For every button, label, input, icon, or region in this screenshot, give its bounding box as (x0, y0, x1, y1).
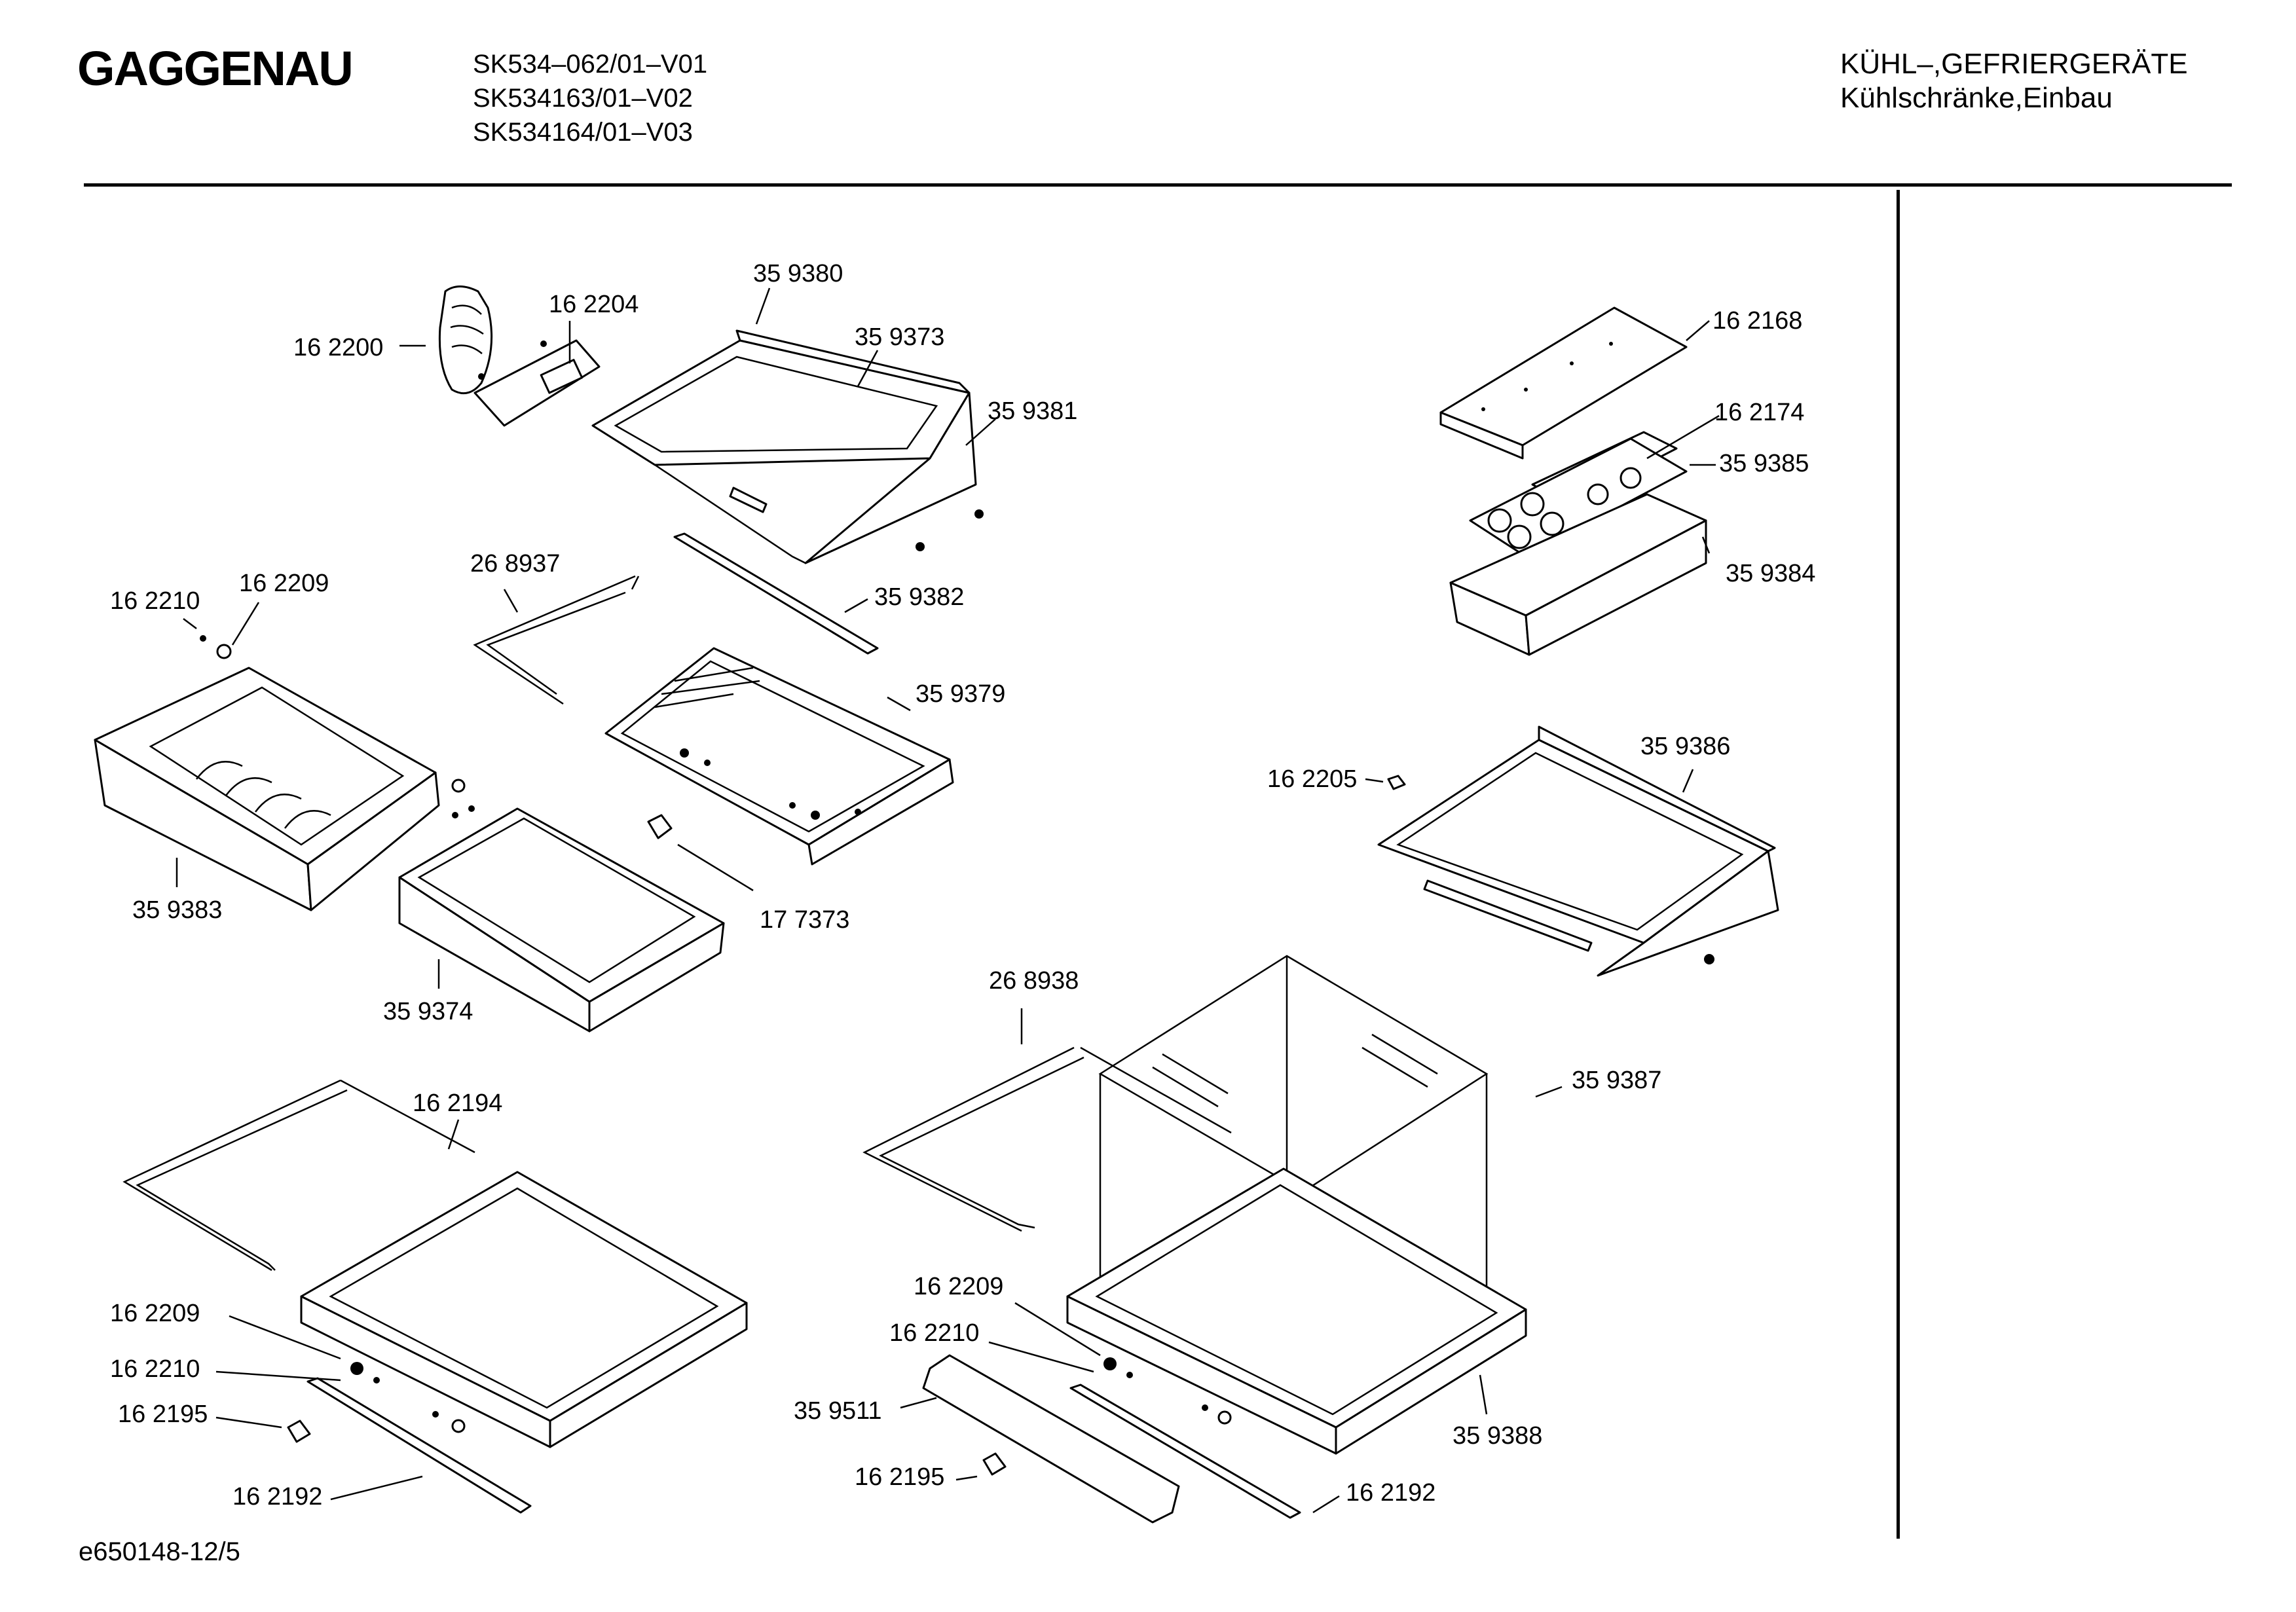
part-162192-right (1069, 1383, 1301, 1519)
label-162195-left: 16 2195 (118, 1401, 208, 1428)
label-162204: 16 2204 (549, 291, 639, 318)
model-number: SK534–062/01–V01 (473, 50, 708, 79)
label-359381: 35 9381 (988, 397, 1077, 425)
label-359373: 35 9373 (855, 323, 944, 351)
part-359384 (1449, 493, 1707, 656)
part-359511 (922, 1354, 1180, 1524)
part-359385 (1469, 437, 1688, 558)
label-162205: 16 2205 (1267, 765, 1357, 793)
part-162205 (1387, 775, 1406, 790)
label-359388: 35 9388 (1453, 1422, 1542, 1450)
label-359383: 35 9383 (132, 896, 222, 924)
label-359386: 35 9386 (1640, 733, 1730, 760)
label-162200: 16 2200 (293, 334, 383, 361)
model-number: SK534163/01–V02 (473, 84, 693, 113)
part-162168 (1439, 306, 1688, 460)
part-162204 (473, 339, 601, 427)
label-162210-top: 16 2210 (110, 587, 200, 615)
label-359385: 35 9385 (1719, 450, 1809, 477)
part-lower-drawer-frame-left (300, 1171, 748, 1448)
label-162209-left: 16 2209 (110, 1300, 200, 1327)
part-359374 (398, 807, 725, 1033)
label-359387: 35 9387 (1572, 1067, 1661, 1094)
label-162195-right: 16 2195 (855, 1463, 944, 1491)
label-162194: 16 2194 (413, 1090, 502, 1117)
category-block: KÜHL–,GEFRIERGERÄTE Kühlschränke,Einbau (1840, 47, 2188, 115)
part-359373-shelf (591, 329, 977, 564)
label-268938: 26 8938 (989, 967, 1079, 995)
part-359382 (673, 532, 879, 655)
part-359387 (1098, 955, 1489, 1427)
header-divider (84, 183, 2232, 187)
part-359379 (604, 647, 954, 866)
label-162210-right: 16 2210 (889, 1319, 979, 1347)
label-162210-left: 16 2210 (110, 1355, 200, 1383)
brand-logo: GAGGENAU (77, 41, 354, 96)
part-359383 (94, 667, 440, 911)
category-title: KÜHL–,GEFRIERGERÄTE (1840, 48, 2188, 80)
part-177373 (647, 814, 673, 839)
model-number: SK534164/01–V03 (473, 118, 693, 147)
label-177373: 17 7373 (760, 906, 849, 934)
label-268937: 26 8937 (470, 550, 560, 577)
label-359511: 35 9511 (794, 1397, 882, 1425)
label-162174: 16 2174 (1714, 399, 1804, 426)
category-subtitle: Kühlschränke,Einbau (1840, 82, 2113, 114)
part-359386 (1377, 725, 1779, 977)
part-162192-left (306, 1377, 532, 1514)
label-359384: 35 9384 (1726, 560, 1815, 587)
drawing-id: e650148-12/5 (79, 1537, 240, 1566)
label-162192-left: 16 2192 (232, 1483, 322, 1511)
label-359382: 35 9382 (874, 583, 964, 611)
part-162194 (122, 1079, 475, 1272)
part-268937 (473, 575, 640, 705)
label-162209-right: 16 2209 (914, 1273, 1003, 1300)
label-162192-right: 16 2192 (1346, 1479, 1435, 1507)
label-359379: 35 9379 (916, 680, 1005, 708)
label-359374: 35 9374 (383, 998, 473, 1025)
part-359388 (1066, 1167, 1527, 1455)
label-162168: 16 2168 (1713, 307, 1802, 335)
part-162200 (438, 285, 493, 395)
model-list: SK534–062/01–V01 SK534163/01–V02 SK53416… (473, 47, 707, 149)
leader-lines (176, 287, 1720, 1514)
part-labels: 16 2200 16 2204 35 9380 35 9373 35 9381 … (110, 260, 1815, 1511)
label-359380: 35 9380 (753, 260, 843, 287)
label-162209-top: 16 2209 (239, 570, 329, 597)
side-divider (1897, 190, 1900, 1539)
part-268938 (862, 1046, 1232, 1232)
